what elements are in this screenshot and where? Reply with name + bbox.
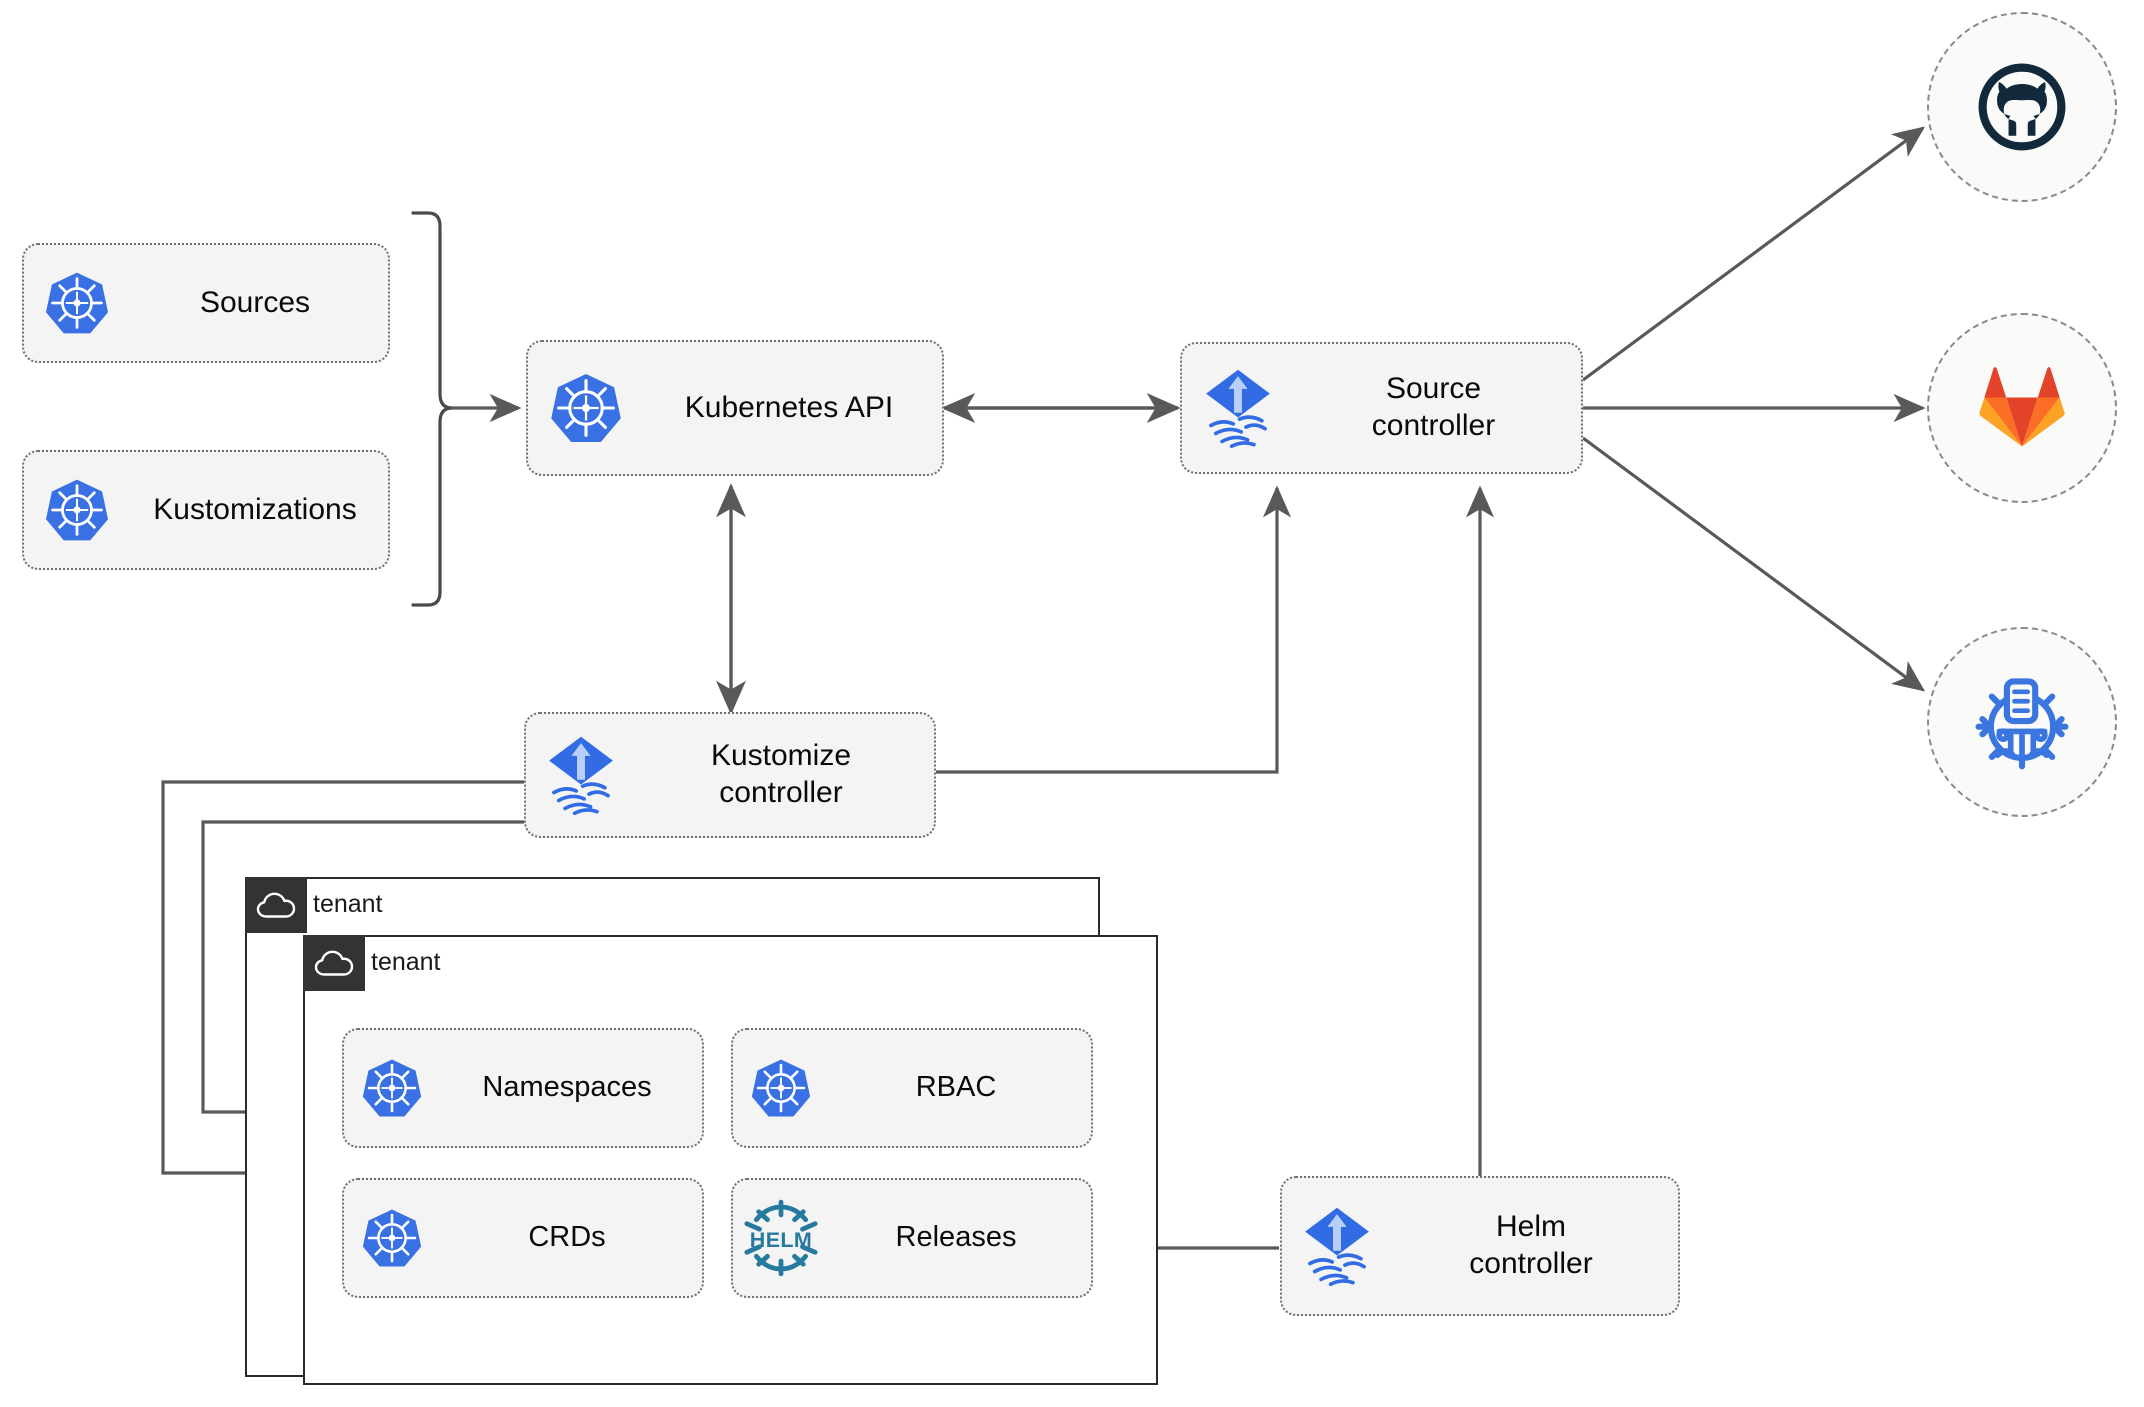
kubernetes-icon: [733, 1057, 829, 1119]
kubernetes-icon: [24, 270, 130, 336]
cloud-icon: [302, 934, 365, 991]
endpoint-gitlab[interactable]: [1927, 313, 2117, 503]
edge-source-to-github: [1582, 126, 1926, 382]
kubernetes-icon: [344, 1207, 440, 1269]
tenant-inner-label: tenant: [371, 948, 441, 976]
node-kustomize-controller-label: Kustomize controller: [710, 739, 852, 809]
flux-icon: [526, 732, 636, 818]
flux-icon: [1282, 1203, 1392, 1289]
gitlab-icon: [1979, 367, 2065, 447]
github-icon: [1978, 63, 2066, 151]
edge-source-to-helm-repository: [1582, 436, 1926, 692]
node-kustomize-controller[interactable]: Kustomize controller: [524, 712, 936, 838]
node-crds[interactable]: CRDs: [342, 1178, 704, 1298]
kubernetes-icon: [24, 477, 130, 543]
node-helm-controller-label: Helm controller: [1469, 1210, 1593, 1280]
cloud-icon: [244, 876, 307, 933]
group-bracket: [411, 211, 453, 607]
node-rbac[interactable]: RBAC: [731, 1028, 1093, 1148]
node-crds-label: CRDs: [528, 1221, 606, 1254]
node-sources[interactable]: Sources: [22, 243, 390, 363]
helm-repository-icon: [1975, 678, 2069, 770]
helm-icon: HELM: [733, 1199, 829, 1277]
edge-kustomize-to-source-controller: [936, 485, 1292, 774]
node-kustomizations-label: Kustomizations: [153, 492, 357, 526]
svg-text:HELM: HELM: [750, 1228, 812, 1252]
node-releases-label: Releases: [895, 1221, 1017, 1254]
node-rbac-label: RBAC: [915, 1071, 997, 1104]
node-kubernetes-api[interactable]: Kubernetes API: [526, 340, 944, 476]
endpoint-helm-repository[interactable]: [1927, 627, 2117, 817]
node-releases[interactable]: HELM Releases: [731, 1178, 1093, 1298]
node-namespaces-label: Namespaces: [482, 1071, 652, 1104]
node-namespaces[interactable]: Namespaces: [342, 1028, 704, 1148]
node-kubernetes-api-label: Kubernetes API: [684, 390, 894, 424]
node-sources-label: Sources: [199, 285, 311, 319]
kubernetes-icon: [344, 1057, 440, 1119]
endpoint-github[interactable]: [1927, 12, 2117, 202]
node-kustomizations[interactable]: Kustomizations: [22, 450, 390, 570]
tenant-group-inner: tenant: [302, 934, 1158, 1385]
flux-icon: [1182, 365, 1294, 451]
node-helm-controller[interactable]: Helm controller: [1280, 1176, 1680, 1316]
tenant-outer-label: tenant: [313, 890, 383, 918]
node-source-controller[interactable]: Source controller: [1180, 342, 1583, 474]
kubernetes-icon: [528, 371, 644, 445]
node-source-controller-label: Source controller: [1371, 372, 1496, 442]
